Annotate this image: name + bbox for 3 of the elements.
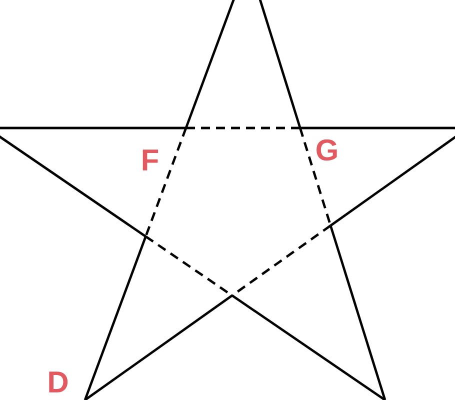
point-label: F [142,150,158,170]
point-label: G [316,139,337,161]
point-label: D [49,372,68,392]
